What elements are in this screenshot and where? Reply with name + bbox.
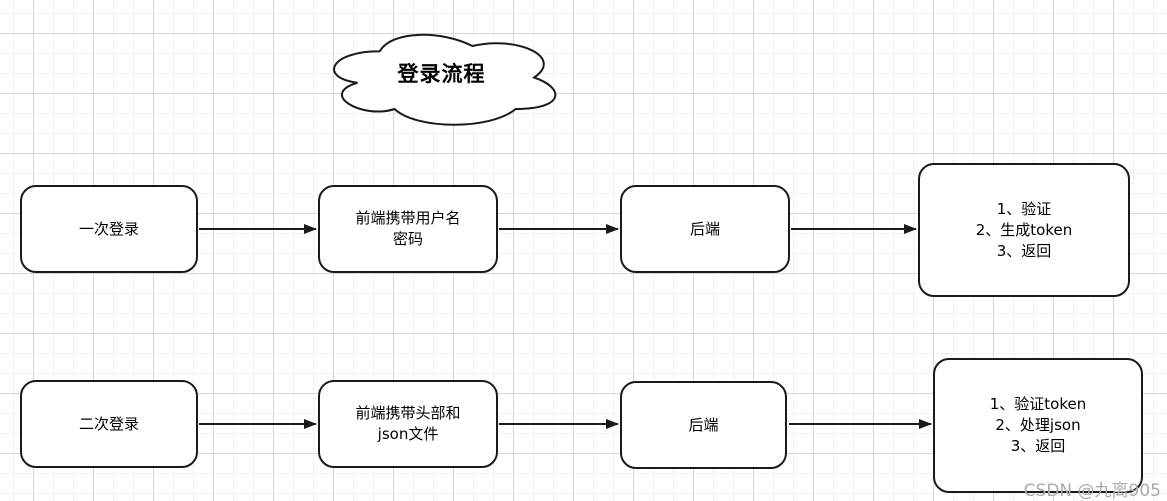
label-line: 前端携带头部和 [355, 404, 461, 422]
label-line: 二次登录 [78, 414, 139, 433]
node-backend-steps-r2[interactable]: 1、验证token 2、处理json 3、返回 [933, 358, 1143, 493]
node-label: 后端 [688, 415, 718, 436]
cloud-shape[interactable] [333, 33, 557, 126]
csdn-watermark: CSDN @九离905 [1023, 481, 1161, 501]
node-backend-r2[interactable]: 后端 [620, 381, 787, 469]
node-label: 前端携带头部和 json文件 [355, 403, 460, 445]
label-line: 密码 [392, 230, 423, 248]
label-line: 1、验证 [996, 199, 1052, 218]
node-frontend-username-password[interactable]: 前端携带用户名 密码 [318, 185, 498, 273]
node-label: 1、验证 2、生成token 3、返回 [976, 199, 1073, 262]
node-backend-r1[interactable]: 后端 [620, 185, 790, 273]
label-line: 一次登录 [78, 219, 139, 238]
label-line: 3、返回 [996, 241, 1052, 260]
node-label: 二次登录 [79, 414, 139, 435]
label-line: 后端 [688, 415, 719, 434]
label-line: 1、验证token [989, 395, 1087, 413]
node-second-login[interactable]: 二次登录 [20, 380, 198, 468]
label-line: 前端携带用户名 [355, 209, 461, 227]
label-line: 3、返回 [1010, 437, 1066, 455]
node-label: 一次登录 [79, 219, 139, 240]
node-label: 前端携带用户名 密码 [355, 208, 460, 250]
diagram-title: 登录流程 [397, 62, 486, 86]
node-label: 1、验证token 2、处理json 3、返回 [990, 394, 1087, 457]
node-frontend-header-json[interactable]: 前端携带头部和 json文件 [318, 380, 498, 468]
node-label: 后端 [690, 219, 720, 240]
node-backend-steps-r1[interactable]: 1、验证 2、生成token 3、返回 [918, 163, 1130, 297]
label-line: 后端 [689, 219, 720, 238]
label-line: json文件 [377, 425, 439, 443]
label-line: 2、生成token [975, 220, 1073, 239]
label-line: 2、处理json [995, 416, 1081, 434]
node-first-login[interactable]: 一次登录 [20, 185, 198, 273]
